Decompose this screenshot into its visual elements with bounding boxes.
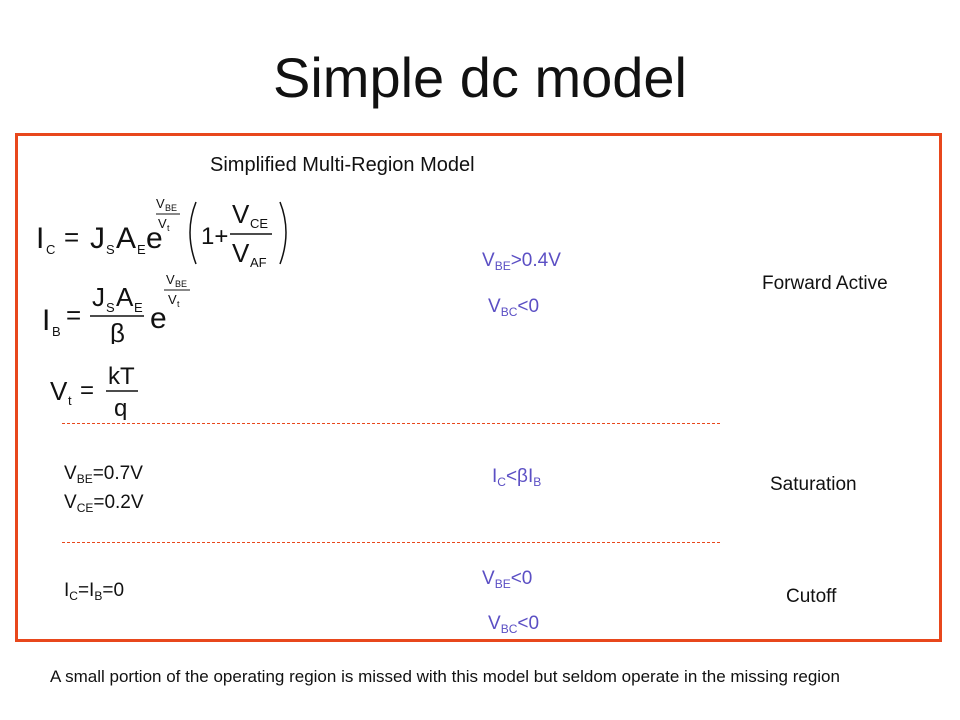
vt-equation: V t = kT q (50, 360, 150, 420)
svg-text:t: t (167, 223, 170, 233)
footnote: A small portion of the operating region … (50, 667, 840, 686)
cutoff-vbe-condition: VBE<0 (482, 568, 533, 591)
svg-text:J: J (92, 282, 105, 312)
svg-text:V: V (156, 196, 165, 211)
svg-text:1+: 1+ (201, 223, 228, 250)
region-cutoff: Cutoff (786, 586, 837, 607)
svg-text:V: V (232, 238, 250, 268)
svg-text:J: J (90, 222, 105, 255)
svg-text:CE: CE (250, 216, 268, 231)
svg-text:I: I (42, 304, 50, 337)
forward-active-vbe-condition: VBE>0.4V (482, 250, 561, 273)
svg-text:=: = (80, 377, 94, 404)
saturation-ic-condition: IC<βIB (492, 466, 542, 489)
svg-text:AF: AF (250, 255, 267, 270)
divider-upper (62, 423, 720, 424)
region-forward-active: Forward Active (762, 273, 888, 294)
model-subtitle: Simplified Multi-Region Model (210, 154, 475, 176)
svg-text:=: = (66, 300, 81, 330)
svg-text:S: S (106, 242, 115, 257)
svg-text:I: I (36, 222, 44, 255)
model-frame (15, 133, 942, 642)
svg-text:B: B (52, 324, 61, 339)
saturation-vce: VCE=0.2V (64, 492, 144, 515)
svg-text:t: t (68, 393, 72, 408)
svg-text:V: V (232, 199, 250, 229)
saturation-vbe: VBE=0.7V (64, 463, 143, 486)
svg-text:BE: BE (165, 203, 177, 213)
svg-text:C: C (46, 242, 55, 257)
cutoff-currents: IC=IB=0 (64, 580, 125, 603)
ic-equation: I C = J S A E e V BE V t 1+ V CE V AF (36, 190, 296, 272)
svg-text:BE: BE (175, 279, 187, 289)
svg-text:A: A (116, 222, 136, 255)
svg-text:E: E (134, 300, 143, 315)
slide-title: Simple dc model (273, 46, 687, 109)
svg-text:V: V (168, 292, 177, 307)
svg-text:t: t (177, 299, 180, 309)
cutoff-vbc-condition: VBC<0 (488, 613, 540, 636)
svg-text:E: E (137, 242, 146, 257)
svg-text:V: V (158, 216, 167, 231)
svg-text:S: S (106, 300, 115, 315)
svg-text:V: V (166, 272, 175, 287)
region-saturation: Saturation (770, 474, 857, 495)
svg-text:q: q (114, 395, 127, 420)
ib-equation: I B = J S A E β e V BE V t (36, 272, 216, 344)
svg-text:β: β (110, 318, 125, 344)
divider-lower (62, 542, 720, 543)
svg-text:e: e (146, 222, 163, 255)
forward-active-vbc-condition: VBC<0 (488, 296, 540, 319)
svg-text:V: V (50, 376, 68, 406)
svg-text:A: A (116, 282, 134, 312)
svg-text:=: = (64, 222, 79, 252)
svg-text:e: e (150, 302, 167, 335)
svg-text:kT: kT (108, 363, 135, 390)
